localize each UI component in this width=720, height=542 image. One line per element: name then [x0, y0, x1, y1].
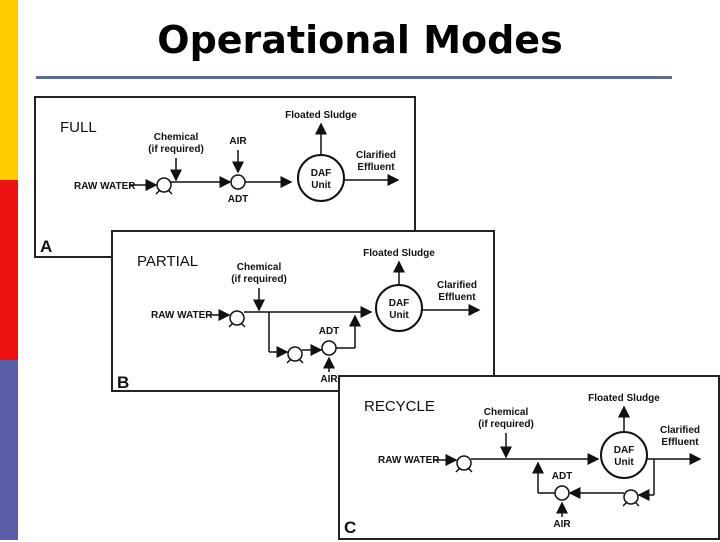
- adt-label: ADT: [552, 471, 573, 482]
- air-label: AIR: [229, 136, 247, 147]
- adt-icon: [554, 485, 570, 501]
- effluent-label-2: Effluent: [661, 437, 699, 448]
- effluent-label-2: Effluent: [438, 292, 476, 303]
- pump-icon: [229, 310, 245, 326]
- raw-water-label: RAW WATER: [74, 181, 136, 192]
- air-label: AIR: [320, 374, 338, 385]
- adt-label: ADT: [319, 326, 340, 337]
- floated-sludge-label: Floated Sludge: [588, 393, 660, 404]
- adt-icon: [230, 174, 246, 190]
- mode-label: PARTIAL: [137, 253, 198, 270]
- chemical-label: Chemical: [154, 132, 199, 143]
- adt-label: ADT: [228, 194, 249, 205]
- accent-stripe-yellow: [0, 0, 18, 180]
- daf-unit-label: Unit: [389, 310, 409, 321]
- title-underline: [36, 76, 672, 79]
- effluent-label: Clarified: [356, 150, 396, 161]
- pump-icon: [156, 177, 172, 193]
- effluent-label: Clarified: [437, 280, 477, 291]
- accent-stripe-red: [0, 180, 18, 360]
- recycle-pump-icon: [287, 346, 303, 362]
- panel-letter: A: [40, 237, 52, 256]
- daf-label: DAF: [614, 445, 635, 456]
- daf-unit-label: Unit: [614, 457, 634, 468]
- daf-unit-label: Unit: [311, 180, 331, 191]
- chemical-label: Chemical: [237, 262, 282, 273]
- chemical-note: (if required): [148, 144, 204, 155]
- daf-label: DAF: [389, 298, 410, 309]
- floated-sludge-label: Floated Sludge: [363, 248, 435, 259]
- diagram-panel-partial: PARTIAL Chemical (if required) Floated S…: [111, 230, 495, 392]
- mode-label: RECYCLE: [364, 398, 435, 415]
- raw-water-label: RAW WATER: [378, 455, 440, 466]
- panel-letter: C: [344, 518, 356, 537]
- effluent-label-2: Effluent: [357, 162, 395, 173]
- air-label: AIR: [553, 519, 571, 530]
- slide-title: Operational Modes: [157, 18, 563, 62]
- effluent-label: Clarified: [660, 425, 700, 436]
- partial-flow-diagram: PARTIAL Chemical (if required) Floated S…: [117, 248, 481, 392]
- mode-label: FULL: [60, 119, 97, 136]
- recycle-flow-diagram: RECYCLE Chemical (if required) Floated S…: [344, 393, 702, 537]
- daf-label: DAF: [311, 168, 332, 179]
- diagram-panel-recycle: RECYCLE Chemical (if required) Floated S…: [338, 375, 720, 540]
- full-flow-diagram: FULL Chemical (if required) AIR Floated …: [40, 110, 400, 256]
- raw-water-label: RAW WATER: [151, 310, 213, 321]
- panel-letter: B: [117, 373, 129, 392]
- recycle-pump-icon: [623, 489, 639, 505]
- floated-sludge-label: Floated Sludge: [285, 110, 357, 121]
- accent-stripe-blue: [0, 360, 18, 540]
- chemical-note: (if required): [478, 419, 534, 430]
- chemical-label: Chemical: [484, 407, 529, 418]
- adt-icon: [321, 340, 337, 356]
- pump-icon: [456, 455, 472, 471]
- chemical-note: (if required): [231, 274, 287, 285]
